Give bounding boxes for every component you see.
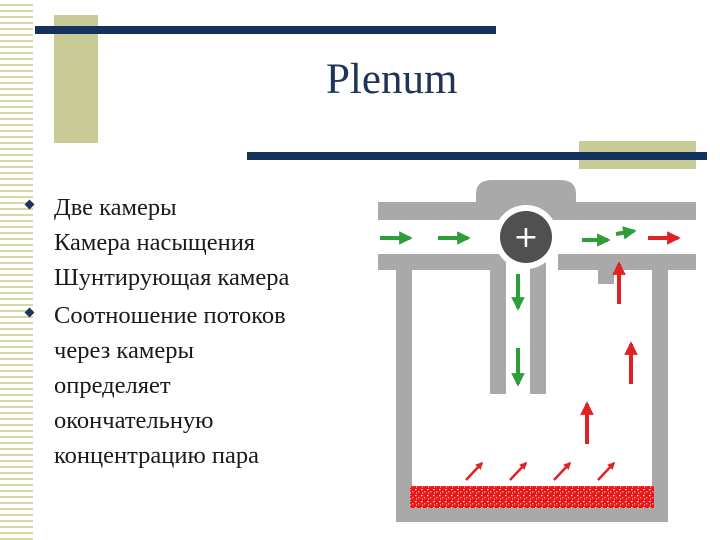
fresh-gas-arrows <box>380 226 637 387</box>
inlet-top-wall <box>378 202 504 220</box>
bullet-marker <box>24 199 35 210</box>
bullet-line: Камера насыщения <box>54 229 256 256</box>
small-red-arrow-icon <box>553 461 572 481</box>
bullet-line: Две камеры <box>54 194 177 221</box>
liquid-anesthetic <box>410 486 654 508</box>
bullet-list: Две камеры Камера насыщения Шунтирующая … <box>24 190 356 476</box>
chamber-floor <box>396 506 668 522</box>
bullet-marker <box>24 307 35 318</box>
rotor-housing-top <box>476 180 576 220</box>
vapor-arrows <box>580 231 681 444</box>
small-red-arrow-icon <box>597 461 616 481</box>
chamber-left-wall <box>396 270 412 522</box>
evaporation-arrows <box>465 461 616 481</box>
chamber-walls <box>378 180 696 522</box>
plenum-diagram: + <box>378 180 696 522</box>
bullet-line: Шунтирующая камера <box>54 264 290 291</box>
decorative-stripe <box>0 0 33 540</box>
bullet-item: Соотношение потоков через камеры определ… <box>24 298 356 473</box>
inlet-bottom-wall <box>378 254 504 270</box>
rotor-disc <box>500 211 552 263</box>
outlet-port-wall <box>598 270 614 284</box>
bypass-pipe-left-wall <box>490 254 506 394</box>
bullet-line: концентрацию пара <box>54 442 260 469</box>
small-red-arrow-icon <box>509 461 528 481</box>
decorative-block-top <box>54 15 98 143</box>
outlet-top-wall <box>558 202 696 220</box>
bullet-line: через камеры <box>54 337 194 364</box>
bullet-item: Две камеры Камера насыщения Шунтирующая … <box>24 190 356 295</box>
bullet-line: Соотношение потоков <box>54 302 286 329</box>
bullet-line: окончательную <box>54 407 214 434</box>
outlet-bottom-wall <box>558 254 696 270</box>
small-red-arrow-icon <box>465 461 484 481</box>
rotor: + <box>494 205 558 269</box>
slide-title: Plenum <box>326 56 458 103</box>
decorative-bar-top <box>35 26 496 34</box>
chamber-right-wall <box>652 270 668 522</box>
decorative-bar-mid <box>247 152 707 160</box>
rotor-plus-icon: + <box>513 220 538 255</box>
green-arrow-icon <box>615 226 637 240</box>
bypass-pipe-right-wall <box>530 254 546 394</box>
bullet-line: определяет <box>54 372 171 399</box>
